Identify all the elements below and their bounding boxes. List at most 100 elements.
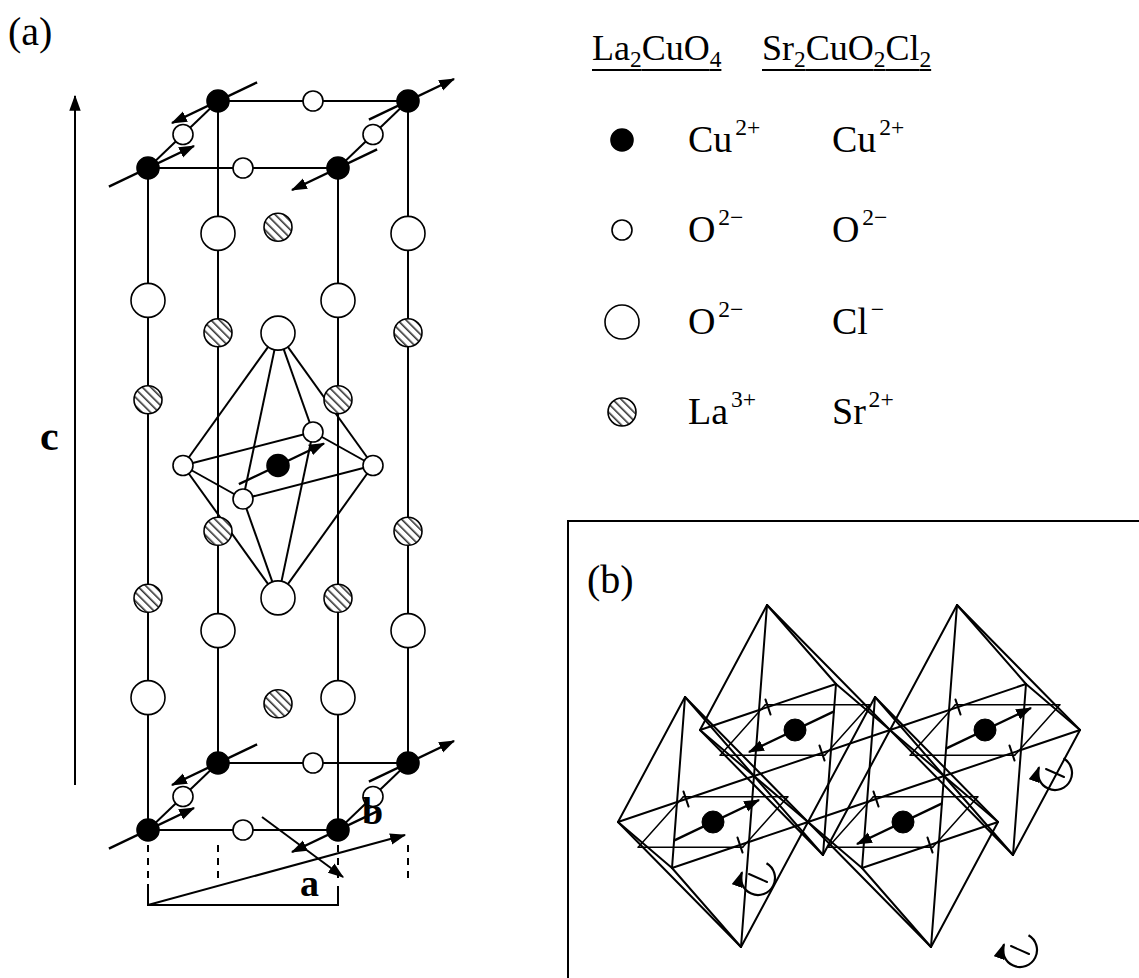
superscript: 2+ bbox=[879, 114, 904, 140]
apical-atom bbox=[201, 216, 235, 250]
apical-atom bbox=[131, 681, 165, 715]
octahedron-edge bbox=[890, 730, 1013, 855]
oxygen-atom bbox=[303, 422, 323, 442]
ion-label: Sr2+ bbox=[832, 392, 894, 430]
copper-atom bbox=[611, 129, 633, 151]
octahedron-edge bbox=[875, 697, 998, 822]
text-part: CuO bbox=[806, 28, 874, 68]
label-holder: La2CuO4 bbox=[592, 30, 721, 71]
apical-atom bbox=[321, 283, 355, 317]
plane-outline bbox=[683, 796, 788, 798]
text-part: Cl bbox=[885, 28, 919, 68]
legend-symbols bbox=[605, 129, 639, 426]
legend-text: O2− bbox=[688, 302, 743, 340]
apical-atom bbox=[131, 283, 165, 317]
octahedron-edge bbox=[875, 697, 944, 776]
octahedron-edge bbox=[890, 605, 957, 730]
label-holder: (a) bbox=[8, 12, 52, 52]
plane-outline bbox=[765, 704, 870, 706]
spin-arrow bbox=[857, 803, 942, 844]
plane-outline bbox=[955, 704, 1060, 706]
panel-box: (b) bbox=[567, 520, 1139, 978]
octahedron-edge bbox=[767, 605, 836, 684]
legend-holder: O2− bbox=[688, 210, 743, 248]
spin-arrow bbox=[369, 79, 454, 120]
octahedra bbox=[618, 605, 1080, 967]
guide-dash bbox=[337, 845, 339, 882]
subscript: 2 bbox=[794, 46, 806, 72]
oxygen-atom bbox=[173, 125, 193, 145]
spin-arrow bbox=[369, 741, 454, 782]
text-part: La bbox=[592, 28, 630, 68]
oxygen-atom bbox=[303, 91, 323, 111]
octahedron-edge bbox=[700, 730, 823, 855]
oxygen-atom bbox=[363, 456, 383, 476]
axis-tick bbox=[765, 699, 770, 714]
guide-dash bbox=[407, 845, 409, 882]
octahedron-edge bbox=[278, 466, 373, 598]
text-part: Sr bbox=[762, 28, 794, 68]
apical-atom bbox=[391, 216, 425, 250]
octahedron-edge bbox=[862, 697, 875, 868]
octahedron-edge bbox=[767, 605, 890, 730]
apical-atom bbox=[321, 681, 355, 715]
octahedron-edge bbox=[862, 822, 998, 868]
octahedron-edge bbox=[685, 697, 754, 776]
plane-outline bbox=[638, 847, 743, 849]
cation-atom bbox=[394, 319, 422, 347]
legend-holder: Cu2+ bbox=[688, 120, 760, 158]
b-axis-arrow bbox=[148, 835, 405, 905]
cation-atom bbox=[134, 584, 162, 612]
octahedron-edge bbox=[618, 697, 685, 822]
label-holder: a bbox=[300, 864, 319, 902]
legend-holder: O2− bbox=[688, 302, 743, 340]
c-axis-arrow bbox=[74, 96, 76, 785]
text-part: La bbox=[688, 390, 728, 432]
octahedron-edge bbox=[808, 697, 875, 822]
superscript: 2− bbox=[862, 204, 887, 230]
cell-edge bbox=[337, 168, 339, 830]
oxygen-atom bbox=[233, 158, 253, 178]
spin-arrow bbox=[674, 800, 759, 841]
axis-tick bbox=[955, 699, 960, 714]
cation-atom bbox=[608, 398, 636, 426]
axis-tick bbox=[1009, 745, 1014, 760]
oxygen-atom bbox=[303, 753, 323, 773]
label-holder: Sr2CuO2Cl2 bbox=[762, 30, 931, 71]
axis-tick bbox=[737, 837, 742, 852]
spin-arrow bbox=[172, 82, 257, 123]
cation-atom bbox=[204, 517, 232, 545]
oxygen-atom bbox=[233, 820, 253, 840]
legend-text: O2− bbox=[688, 210, 743, 248]
cuo2-plane-edge bbox=[148, 763, 218, 830]
octahedron-edge bbox=[672, 822, 808, 868]
rotation-arrow bbox=[1038, 758, 1072, 790]
plane-outline bbox=[828, 847, 933, 849]
oxygen-atom bbox=[363, 125, 383, 145]
axis-label: a bbox=[300, 864, 319, 902]
octahedron-edge bbox=[944, 776, 1013, 855]
label-holder: Sr2+ bbox=[832, 392, 894, 430]
label-holder: Cl− bbox=[832, 302, 884, 340]
octahedron-edge bbox=[931, 776, 944, 947]
octahedron-edge bbox=[823, 684, 836, 855]
label-holder: Cu2+ bbox=[832, 120, 904, 158]
text-part: Cu bbox=[832, 118, 876, 160]
axis-tick bbox=[1046, 769, 1064, 777]
octahedron-edge bbox=[672, 868, 741, 947]
subscript: 4 bbox=[710, 46, 722, 72]
guide-dash bbox=[217, 845, 219, 882]
cell-edge bbox=[147, 168, 149, 830]
rotation-arrow bbox=[1003, 935, 1037, 967]
octahedron-edge bbox=[1013, 684, 1026, 855]
cation-atom bbox=[324, 584, 352, 612]
superscript: − bbox=[871, 296, 884, 322]
text-part: Cu bbox=[688, 118, 732, 160]
axis-tick bbox=[819, 745, 824, 760]
octahedron-edge bbox=[741, 776, 754, 947]
oxygen-atom bbox=[173, 787, 193, 807]
axis-label: b bbox=[362, 792, 383, 830]
cell-edge bbox=[407, 101, 409, 763]
axis-tick bbox=[749, 874, 767, 882]
